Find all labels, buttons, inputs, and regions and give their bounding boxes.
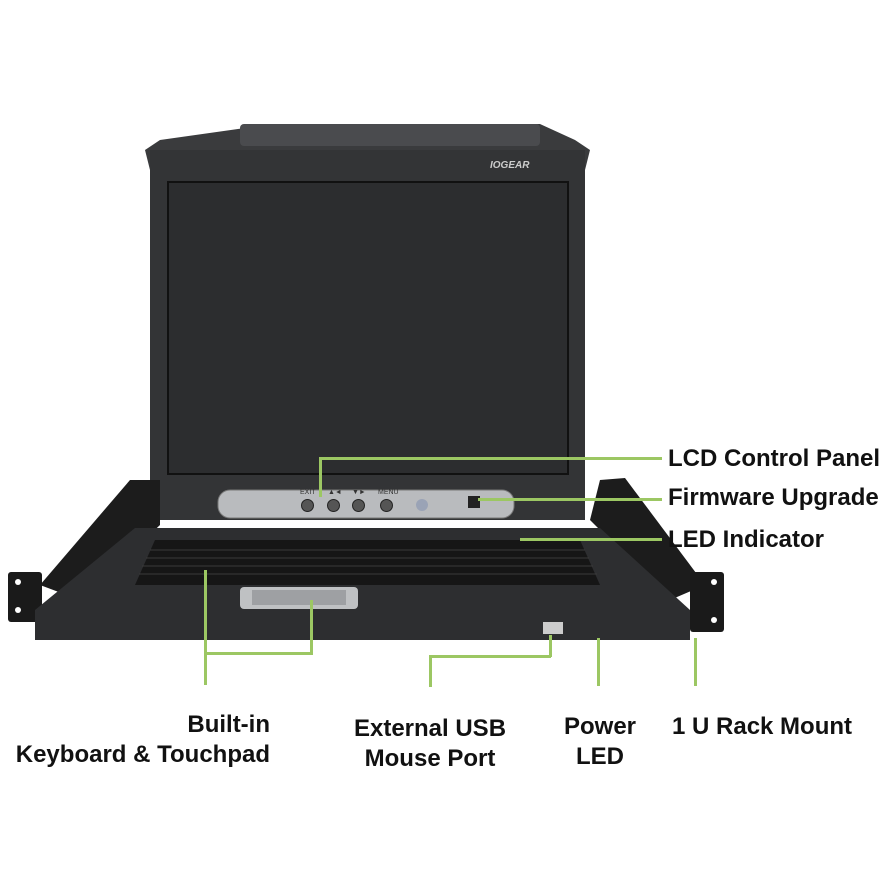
power-led-label: Power LED bbox=[563, 713, 637, 770]
lcd-screen bbox=[167, 181, 569, 475]
callout-line-lcd bbox=[319, 457, 662, 460]
up-left-label: ▲◄ bbox=[328, 489, 342, 496]
callout-line-keyboard-h bbox=[204, 652, 312, 655]
exit-button[interactable] bbox=[301, 499, 314, 512]
usb-port bbox=[543, 622, 563, 634]
callout-line-usb-up bbox=[549, 635, 552, 657]
right-rack-ear bbox=[690, 572, 724, 632]
lcd-control-panel bbox=[217, 489, 515, 519]
callout-line-keyboard bbox=[204, 570, 207, 685]
callout-line-usb-h bbox=[429, 655, 551, 658]
up-left-button[interactable] bbox=[327, 499, 340, 512]
lid-handle bbox=[240, 124, 540, 146]
callout-line-touchpad bbox=[310, 600, 313, 655]
callout-line-rack bbox=[694, 638, 697, 686]
touchpad bbox=[252, 590, 346, 605]
rack-mount-label: 1 U Rack Mount bbox=[672, 713, 853, 740]
left-rail bbox=[40, 480, 160, 600]
keyboard-touchpad-label: Built-in Keyboard & Touchpad bbox=[15, 711, 270, 768]
callout-line-usb bbox=[429, 655, 432, 687]
led-indicator-label: LED Indicator bbox=[668, 526, 825, 553]
menu-button[interactable] bbox=[380, 499, 393, 512]
down-right-button[interactable] bbox=[352, 499, 365, 512]
callout-line-led bbox=[520, 538, 662, 541]
usb-mouse-port-label: External USB Mouse Port bbox=[353, 715, 507, 772]
lcd-control-panel-label: LCD Control Panel bbox=[668, 445, 881, 472]
callout-line-lcd-drop bbox=[319, 457, 322, 497]
menu-label: MENU bbox=[378, 489, 399, 496]
iogear-logo: IOGEAR bbox=[490, 160, 530, 171]
firmware-port bbox=[468, 496, 480, 508]
firmware-upgrade-label: Firmware Upgrade bbox=[668, 484, 879, 511]
down-right-label: ▼► bbox=[352, 489, 366, 496]
hotkey-button bbox=[416, 499, 428, 511]
callout-line-firmware bbox=[478, 498, 662, 501]
callout-line-power bbox=[597, 638, 600, 686]
exit-label: EXIT bbox=[300, 489, 316, 496]
